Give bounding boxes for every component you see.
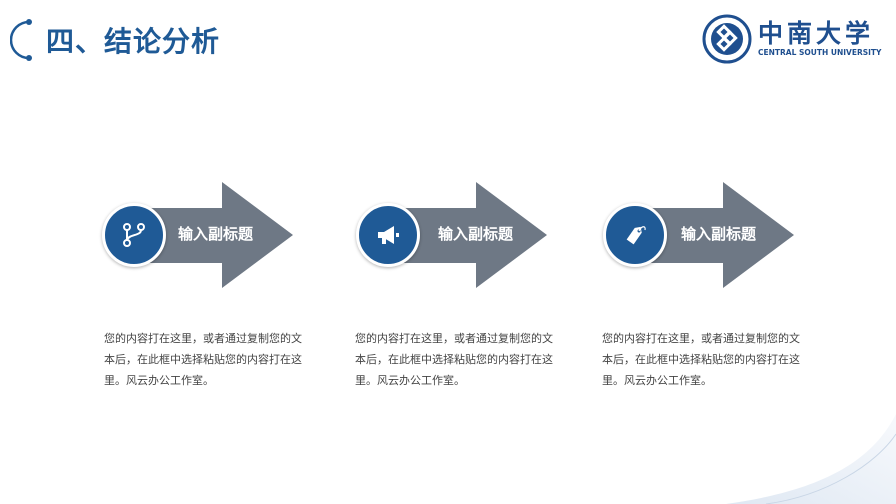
page-title: 四、结论分析 [46,25,221,58]
megaphone-icon [378,226,399,244]
university-name-en: CENTRAL SOUTH UNIVERSITY [758,48,882,57]
card-text: 您的内容打在这里，或者通过复制您的文本后，在此框中选择粘贴您的内容打在这里。风云… [355,332,553,387]
university-name-cn: 中南大学 [758,19,875,48]
page-curl-decoration [726,414,896,504]
card-3: 输入副标题 您的内容打在这里，或者通过复制您的文本后，在此框中选择粘贴您的内容打… [602,180,861,400]
card-text: 您的内容打在这里，或者通过复制您的文本后，在此框中选择粘贴您的内容打在这里。风云… [104,332,302,387]
tag-icon [626,226,646,245]
arrow-shape [130,182,293,288]
title-bracket-icon [10,19,32,61]
card-text: 您的内容打在这里，或者通过复制您的文本后，在此框中选择粘贴您的内容打在这里。风云… [602,332,800,387]
icon-circle [603,203,667,267]
card-1: 输入副标题 您的内容打在这里，或者通过复制您的文本后，在此框中选择粘贴您的内容打… [102,180,360,400]
university-logo: 中南大学 CENTRAL SOUTH UNIVERSITY [702,14,882,64]
icon-circle [102,203,166,267]
arrow-shape [631,182,794,288]
card-2: 输入副标题 您的内容打在这里，或者通过复制您的文本后，在此框中选择粘贴您的内容打… [355,180,614,400]
card-subtitle: 输入副标题 [681,225,757,243]
university-emblem-icon [702,14,752,64]
branch-icon [123,223,145,247]
arrow-shape [384,182,547,288]
card-subtitle: 输入副标题 [438,225,514,243]
icon-circle [356,203,420,267]
card-subtitle: 输入副标题 [178,225,254,243]
